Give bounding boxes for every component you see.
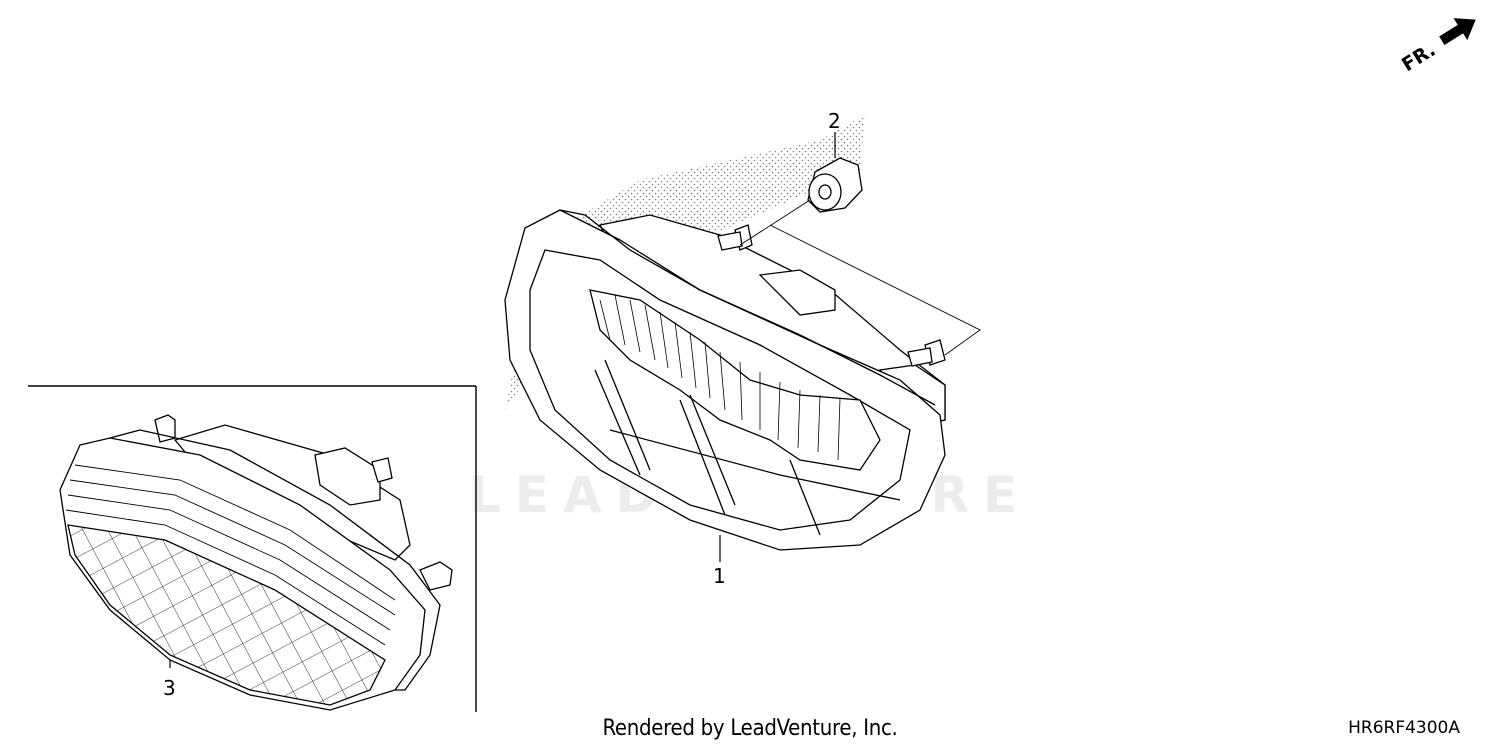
rubber-grommet (807, 157, 863, 213)
diagram-code: HR6RF4300A (1348, 718, 1460, 738)
tail-light-lens (59, 414, 453, 711)
front-direction-indicator: FR. (1398, 18, 1476, 76)
front-label: FR. (1398, 39, 1439, 76)
callout-1: 1 (713, 564, 726, 588)
callout-3: 3 (163, 676, 176, 700)
callout-2: 2 (828, 109, 841, 133)
front-arrow-icon (1439, 18, 1476, 46)
tail-light-assembly (504, 115, 981, 551)
footer-text: Rendered by LeadVenture, Inc. (602, 716, 898, 741)
inset-frame (28, 385, 477, 712)
